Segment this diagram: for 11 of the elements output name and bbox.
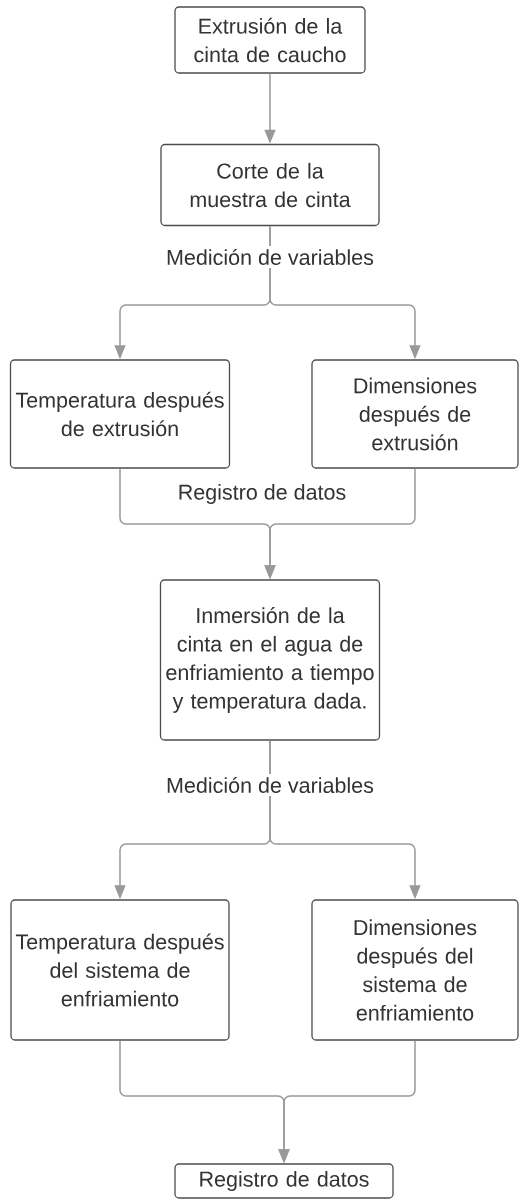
process-box: Dimensiones después del sistema de enfriamiento [311,899,519,1041]
process-box: Extrusión de la cinta de caucho [174,6,366,74]
process-box: Corte de la muestra de cinta [160,143,380,227]
edge-label: Medición de variables [163,246,377,269]
edge-label: Registro de datos [174,481,350,508]
process-box: Registro de datos [174,1163,394,1199]
process-box: Temperatura después de extrusión [9,359,231,469]
process-box: Inmersión de la cinta en el agua de enfriamiento a tiempo y temperatura dada. [159,579,381,741]
process-box: Temperatura después del sistema de enfriamiento [10,899,230,1041]
process-box: Dimensiones después de extrusión [311,359,519,469]
edge-label: Medición de variables [163,774,377,797]
